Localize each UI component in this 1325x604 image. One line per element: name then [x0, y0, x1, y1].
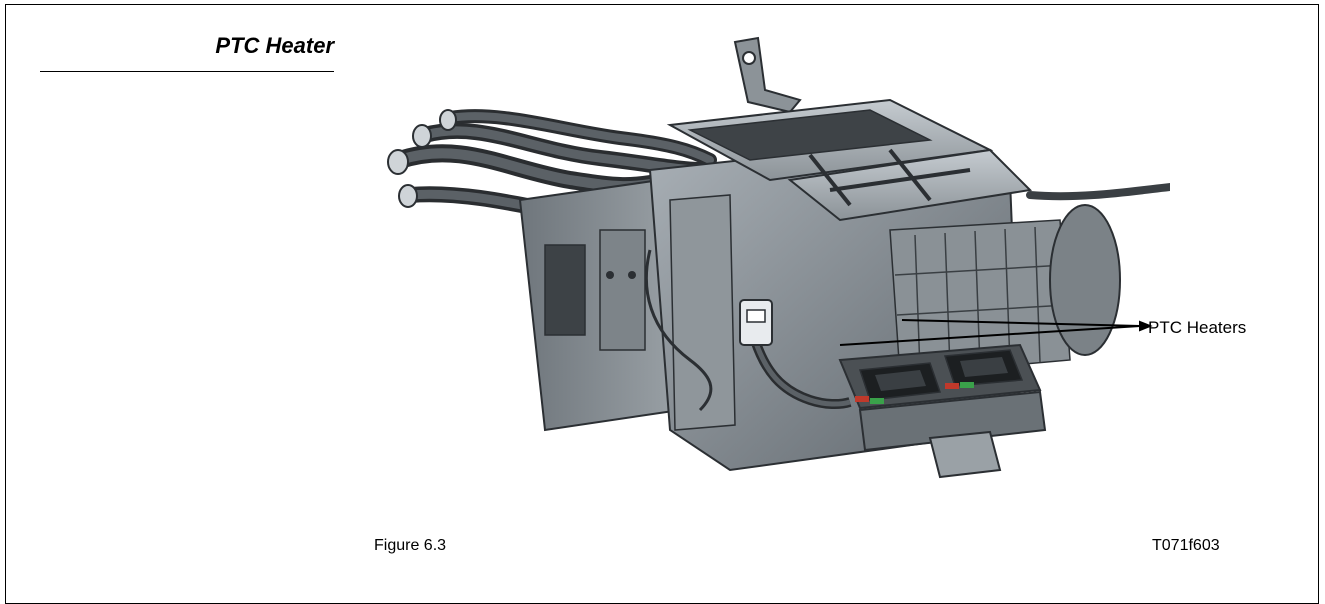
harness-connector — [739, 299, 773, 346]
ptc-heater-modules — [838, 343, 1047, 479]
figure-caption: Figure 6.3 — [374, 537, 447, 554]
hose-ends — [387, 109, 457, 208]
section-divider — [40, 71, 334, 72]
mounting-bracket — [733, 36, 802, 114]
ptc-heaters-callout: PTC Heaters — [1148, 318, 1247, 337]
section-title: PTC Heater — [215, 33, 334, 58]
callout-lines — [839, 319, 1153, 346]
air-inlet-frame — [666, 98, 1033, 222]
ptc-heater-right — [943, 349, 1024, 389]
ptc-heater-left — [855, 362, 942, 404]
drain-tube — [1026, 182, 1170, 201]
evaporator-housing — [518, 178, 682, 432]
wiring-harness — [644, 249, 852, 412]
figure-code: T071f603 — [1152, 537, 1220, 554]
hvac-unit-illustration — [387, 36, 1170, 479]
